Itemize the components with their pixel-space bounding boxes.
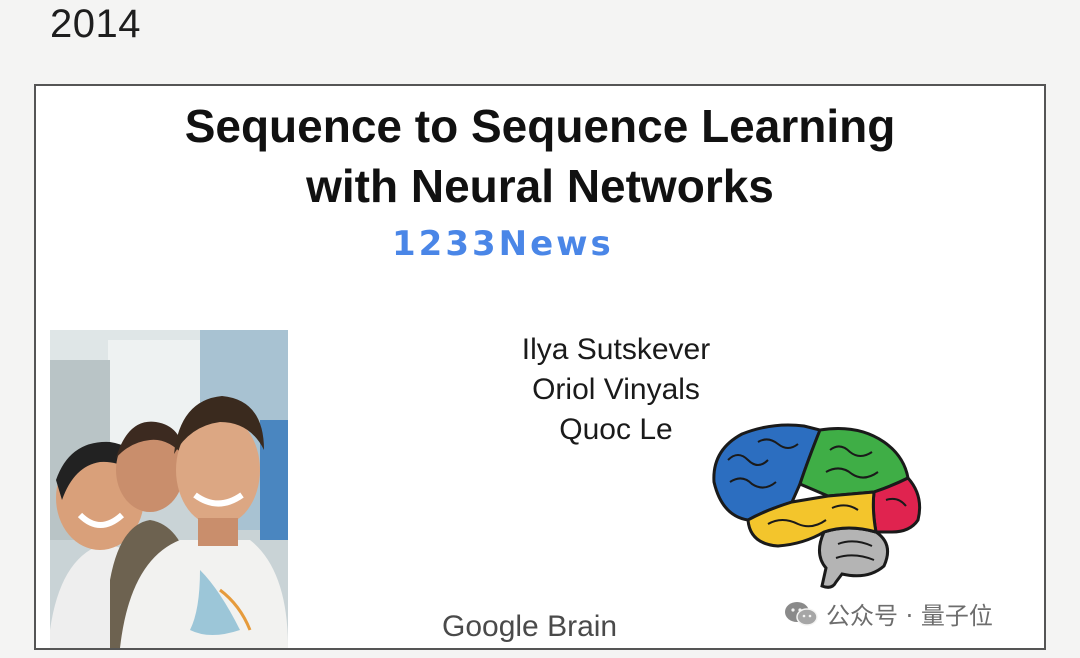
brain-illustration: [712, 423, 922, 589]
title-line-2: with Neural Networks: [306, 160, 774, 212]
watermark-text: 1233News: [392, 224, 614, 264]
author-name: Quoc Le: [559, 413, 673, 446]
slide: Sequence to Sequence Learning with Neura…: [34, 84, 1046, 650]
author-name: Ilya Sutskever: [521, 333, 711, 366]
slide-title: Sequence to Sequence Learning with Neura…: [36, 96, 1044, 216]
wechat-icon: [785, 601, 818, 626]
author-list: Ilya Sutskever Oriol Vinyals Quoc Le: [486, 330, 746, 450]
authors-photo: [50, 330, 288, 648]
year-label: 2014: [50, 2, 141, 46]
authors-photo-image: [50, 330, 288, 648]
title-line-1: Sequence to Sequence Learning: [184, 100, 896, 152]
author-name: Oriol Vinyals: [532, 373, 700, 406]
wechat-channel-name: 公众号 · 量子位: [826, 602, 993, 630]
affiliation: Google Brain: [442, 610, 618, 643]
wechat-channel-tag: 公众号 · 量子位: [784, 596, 993, 631]
